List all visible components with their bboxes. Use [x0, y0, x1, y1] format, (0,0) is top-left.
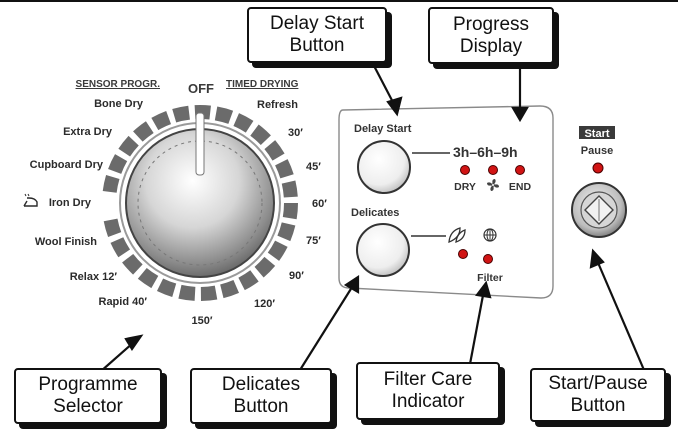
- program-label: 75′: [306, 235, 321, 247]
- program-label: 45′: [306, 161, 321, 173]
- program-label: 120′: [254, 298, 275, 310]
- program-label: Relax 12′: [70, 271, 118, 283]
- programme-dial[interactable]: [102, 105, 298, 301]
- arrow-delicates: [299, 283, 355, 371]
- dial-segment: [264, 140, 285, 161]
- dial-segment: [108, 154, 128, 174]
- dial-segment: [275, 159, 294, 179]
- knob-pointer: [195, 112, 205, 176]
- delay-start-button[interactable]: [357, 140, 411, 194]
- start-label: Start: [584, 128, 609, 140]
- program-label: 150′: [192, 315, 213, 327]
- leaf-icon: [448, 227, 466, 243]
- dial-segment: [118, 135, 139, 157]
- arrow-head: [589, 248, 605, 269]
- arrow-head: [124, 334, 144, 352]
- dial-segment: [281, 180, 298, 198]
- timed-program-labels: Refresh 30′ 45′ 60′ 75′ 90′ 120′ 150′: [192, 99, 328, 327]
- dial-segment: [172, 105, 190, 123]
- dial-segment: [233, 113, 254, 133]
- led-filter: [483, 254, 493, 264]
- program-label: Cupboard Dry: [30, 159, 104, 171]
- callout-delay-start-button: Delay Start Button: [247, 7, 387, 63]
- globe-icon: [483, 228, 497, 242]
- progress-label-dry: DRY: [454, 181, 476, 193]
- dial-segment: [110, 237, 131, 258]
- led-end: [515, 165, 525, 175]
- dial-segment: [282, 203, 298, 220]
- arrow-head: [475, 280, 492, 299]
- program-label: Iron Dry: [49, 197, 92, 209]
- program-label: Extra Dry: [63, 126, 113, 138]
- dial-segment: [137, 267, 159, 289]
- arrow-head: [386, 96, 403, 117]
- program-label: Bone Dry: [94, 98, 144, 110]
- program-label: Wool Finish: [35, 236, 97, 248]
- program-label: 30′: [288, 127, 303, 139]
- dial-segment: [267, 240, 288, 261]
- arrow-head: [343, 274, 360, 294]
- progress-label-end: END: [509, 181, 532, 193]
- dial-segment: [214, 106, 234, 124]
- dial-segment: [178, 284, 196, 301]
- sensor-program-labels: Bone Dry Extra Dry Cupboard Dry Iron Dry…: [30, 98, 148, 308]
- delicates-label: Delicates: [351, 207, 399, 219]
- knob-inner-ring: [137, 140, 263, 266]
- dial-segment: [133, 121, 154, 142]
- dial-segment: [250, 124, 271, 146]
- program-label: Refresh: [257, 99, 298, 111]
- dial-segment: [151, 111, 172, 131]
- dial-off-label: OFF: [188, 81, 214, 96]
- dial-segment: [238, 270, 259, 291]
- arrow-head: [511, 106, 529, 123]
- led-dry: [460, 165, 470, 175]
- start-label-box: [579, 126, 615, 139]
- dial-segment-ring: [102, 105, 298, 301]
- led-start-pause: [592, 162, 604, 174]
- dial-segment: [156, 278, 177, 297]
- callout-progress-display: Progress Display: [428, 7, 554, 64]
- dial-segment: [103, 218, 122, 238]
- arrow-programme: [99, 341, 135, 373]
- start-arrow-icon: [584, 195, 614, 225]
- dial-segment: [277, 222, 296, 242]
- delay-times: 3h–6h–9h: [453, 144, 518, 160]
- sensor-header: SENSOR PROGR.: [76, 79, 161, 90]
- dial-segment: [220, 280, 240, 299]
- led-delicates: [458, 249, 468, 259]
- dial-segment: [122, 253, 143, 275]
- iron-icon: [23, 193, 38, 207]
- delicates-button[interactable]: [356, 223, 410, 277]
- callout-delicates-button: Delicates Button: [190, 368, 332, 424]
- arrow-start-pause: [594, 257, 646, 371]
- pause-label: Pause: [581, 145, 613, 157]
- arrow-filter: [468, 289, 486, 365]
- callout-programme-selector: Programme Selector: [14, 368, 162, 424]
- program-label: 90′: [289, 270, 304, 282]
- timed-header: TIMED DRYING: [226, 79, 299, 90]
- control-panel: Delay Start 3h–6h–9h DRY END Delicates: [338, 105, 554, 299]
- dial-segment: [102, 175, 120, 193]
- led-cooling: [488, 165, 498, 175]
- callout-arrows: [99, 61, 646, 373]
- program-label: Rapid 40′: [99, 296, 148, 308]
- dial-segment: [254, 256, 276, 278]
- callout-start-pause-button: Start/Pause Button: [530, 368, 666, 422]
- callout-filter-care-indicator: Filter Care Indicator: [356, 362, 500, 420]
- fan-icon: [487, 179, 499, 191]
- program-label: 60′: [312, 198, 327, 210]
- delay-start-label: Delay Start: [354, 123, 412, 135]
- filter-label: Filter: [477, 272, 503, 284]
- dial-segment: [200, 285, 218, 301]
- start-pause-group: Start Pause: [571, 126, 627, 238]
